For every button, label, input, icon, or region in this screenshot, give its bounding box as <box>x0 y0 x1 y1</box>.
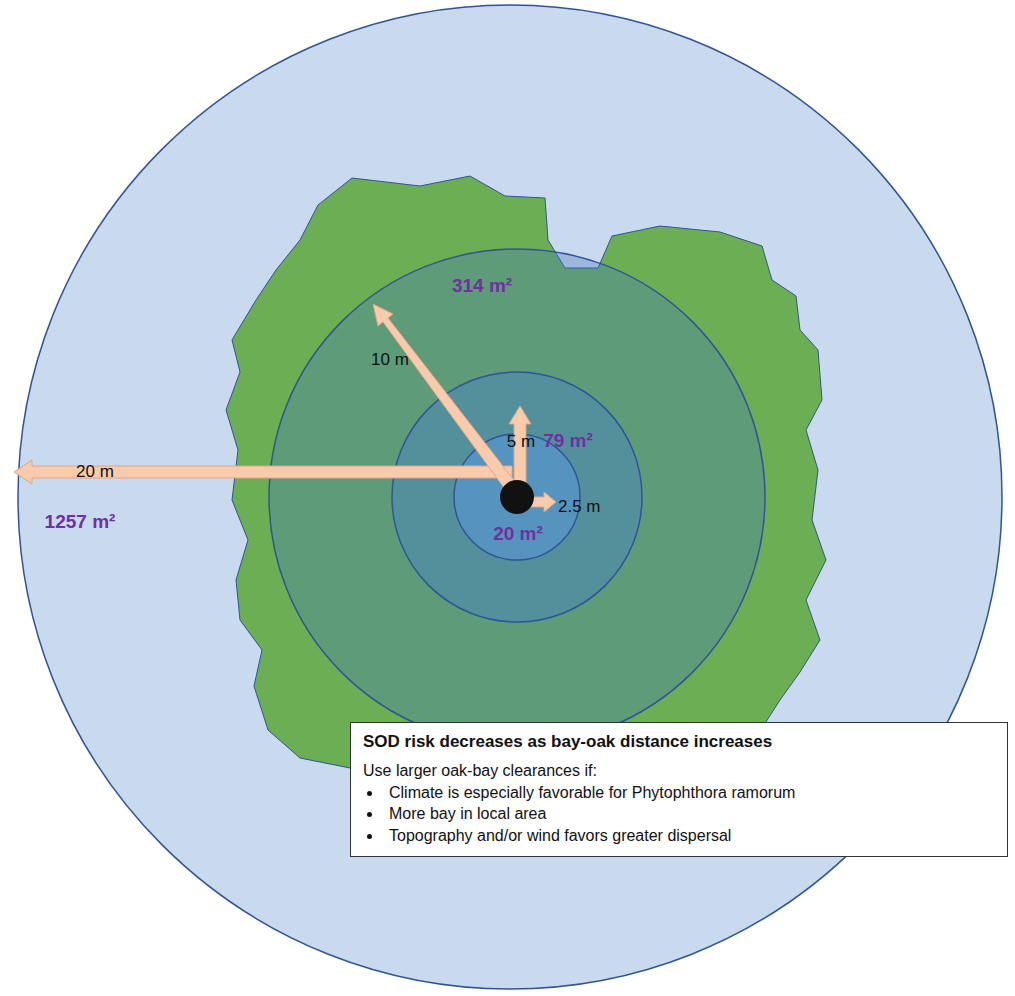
note-bullet: Climate is especially favorable for Phyt… <box>363 782 995 804</box>
note-bullet: Topography and/or wind favors greater di… <box>363 825 995 847</box>
area-label: 79 m² <box>543 430 593 452</box>
ten-meter-arrow <box>373 304 520 496</box>
note-bullet: More bay in local area <box>363 803 995 825</box>
radius-arrows <box>14 304 556 512</box>
oak-tree-marker <box>500 480 534 514</box>
area-label: 1257 m² <box>45 511 116 533</box>
dimension-label: 2.5 m <box>558 497 601 517</box>
twenty-meter-arrow <box>14 460 512 484</box>
area-label: 314 m² <box>452 275 512 297</box>
dimension-label: 5 m <box>507 432 535 452</box>
dimension-label: 20 m <box>76 462 114 482</box>
dimension-label: 10 m <box>371 350 409 370</box>
bay-canopy-area <box>226 176 826 790</box>
area-label: 20 m² <box>493 523 543 545</box>
note-body: Use larger oak-bay clearances if: <box>363 760 995 782</box>
five-meter-circle <box>392 372 642 622</box>
ten-meter-circle <box>269 249 765 745</box>
note-heading: SOD risk decreases as bay-oak distance i… <box>363 731 995 754</box>
note-box: SOD risk decreases as bay-oak distance i… <box>350 722 1008 857</box>
